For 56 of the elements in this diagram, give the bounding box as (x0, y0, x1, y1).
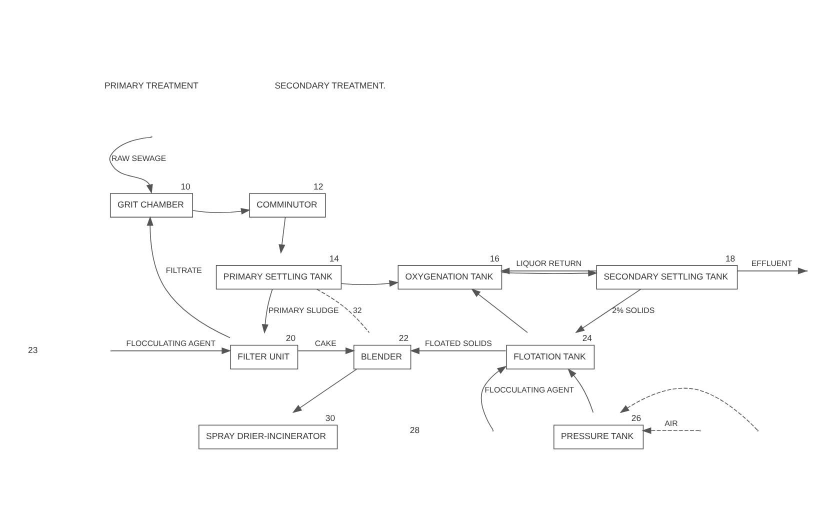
node-box: OXYGENATION TANK (398, 264, 502, 290)
node-box: COMMINUTOR (249, 192, 326, 218)
node-box: SECONDARY SETTLING TANK (596, 264, 738, 290)
node-label: 24 (582, 332, 592, 343)
arrow (642, 426, 700, 434)
arrow (500, 267, 597, 274)
arrow (341, 280, 399, 286)
node-label: 10 (180, 180, 190, 191)
edge-label: PRIMARY SLUDGE (268, 305, 339, 314)
node-label: 14 (329, 252, 340, 263)
edge-label: 32 (353, 305, 362, 314)
edge-label: FLOATED SOLIDS (424, 338, 492, 348)
node-box: BLENDER (353, 344, 412, 369)
edge-label: CAKE (314, 338, 336, 348)
edge-label: RAW SEWAGE (112, 154, 166, 163)
label: 23 (28, 344, 38, 355)
arrow (297, 346, 355, 354)
arrow (192, 207, 250, 214)
edge-label: EFFLUENT (751, 258, 792, 268)
node-box: PRESSURE TANK (554, 424, 644, 449)
edge-label: LIQUOR RETURN (516, 258, 582, 268)
label: 28 (410, 424, 420, 434)
node-label: 12 (314, 180, 324, 191)
arrow (278, 216, 286, 254)
arrow (292, 368, 357, 413)
arrow (109, 136, 153, 194)
edge-label: FLOCCULATING AGENT (126, 338, 216, 348)
label: PRIMARY TREATMENT (104, 80, 198, 90)
arrow (480, 365, 507, 430)
node-label: 30 (325, 412, 336, 423)
node-label: 20 (286, 332, 296, 343)
connector (316, 288, 370, 332)
arrow (146, 216, 230, 338)
arrow (471, 288, 528, 332)
node-label: 26 (631, 412, 642, 423)
arrow (575, 288, 642, 333)
node-label: 22 (398, 332, 409, 343)
label: SECONDARY TREATMENT. (274, 80, 386, 90)
arrow (736, 267, 808, 274)
node-label: 16 (490, 252, 500, 263)
arrow (568, 368, 594, 412)
node-box: SPRAY DRIER-INCINERATOR (198, 424, 338, 449)
arrow (111, 346, 232, 354)
node-label: 18 (725, 252, 736, 263)
node-box: GRIT CHAMBER (110, 192, 193, 218)
node-box: PRIMARY SETTLING TANK (216, 264, 342, 290)
node-box: FILTER UNIT (230, 344, 298, 369)
edge-label: 2% SOLIDS (612, 305, 655, 314)
node-box: FLOTATION TANK (506, 344, 595, 369)
arrow (620, 387, 758, 430)
edge-label: AIR (664, 418, 678, 428)
arrow (501, 269, 598, 276)
edge-label: FLOCCULATING AGENT (484, 385, 574, 394)
arrow (262, 288, 273, 334)
arrow (410, 346, 506, 354)
edge-label: FILTRATE (166, 265, 202, 274)
